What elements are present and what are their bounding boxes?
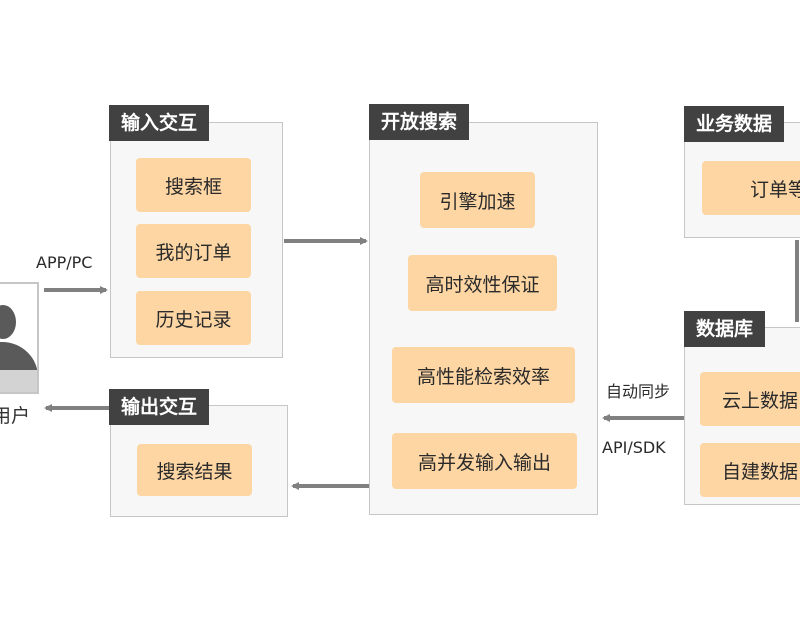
high-timeliness-item[interactable]: 高时效性保证: [408, 255, 557, 311]
user-label: 用户: [0, 405, 31, 427]
history-item[interactable]: 历史记录: [136, 291, 251, 345]
user-icon: [0, 282, 39, 394]
high-performance-item[interactable]: 高性能检索效率: [392, 347, 575, 403]
search-results-item[interactable]: 搜索结果: [137, 444, 252, 496]
business-panel-title: 业务数据: [684, 106, 785, 142]
engine-acceleration-item[interactable]: 引擎加速: [420, 172, 535, 228]
app-pc-label: APP/PC: [36, 253, 93, 272]
auto-sync-label: 自动同步: [606, 382, 671, 401]
database-panel: 云上数据 自建数据: [684, 327, 800, 505]
orders-etc-item[interactable]: 订单等: [702, 161, 800, 215]
output-panel-title: 输出交互: [109, 389, 210, 425]
search-box-item[interactable]: 搜索框: [136, 158, 251, 212]
input-interaction-panel: 搜索框 我的订单 历史记录: [110, 122, 283, 358]
user-head-shape: [0, 305, 16, 339]
my-orders-item[interactable]: 我的订单: [136, 224, 251, 278]
self-built-data-item[interactable]: 自建数据: [700, 443, 800, 497]
api-sdk-label: API/SDK: [602, 438, 666, 457]
cloud-data-item[interactable]: 云上数据: [700, 372, 800, 426]
search-panel-title: 开放搜索: [369, 104, 470, 140]
input-panel-title: 输入交互: [109, 105, 210, 141]
high-concurrency-item[interactable]: 高并发输入输出: [392, 433, 577, 489]
user-base-shape: [0, 370, 37, 392]
open-search-panel: 引擎加速 高时效性保证 高性能检索效率 高并发输入输出: [369, 122, 598, 515]
database-panel-title: 数据库: [684, 311, 766, 347]
